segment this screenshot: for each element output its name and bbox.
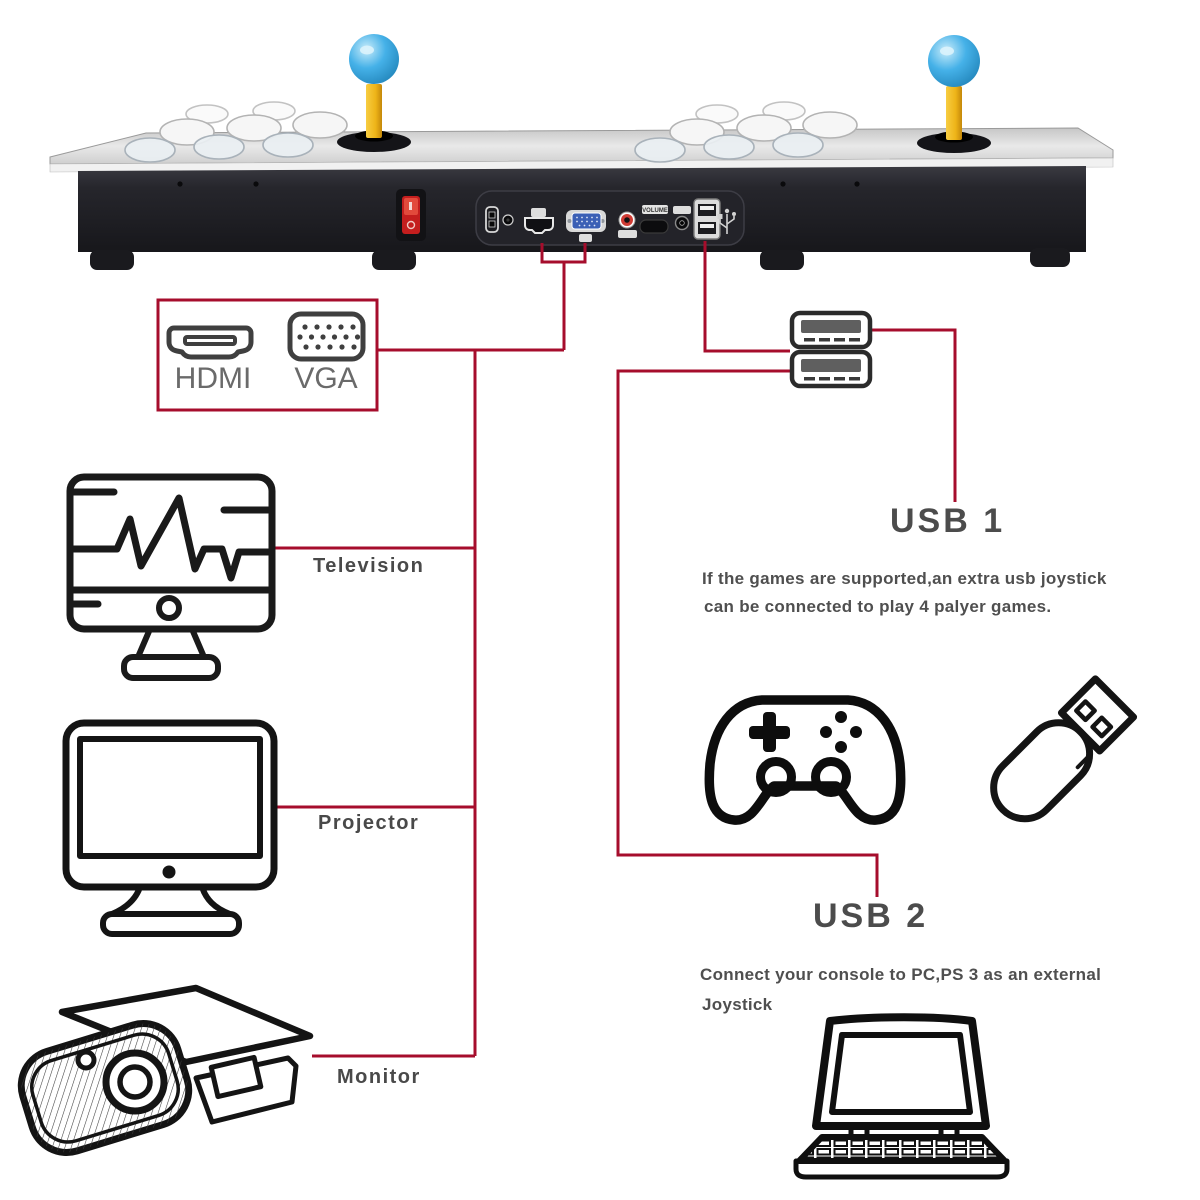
joystick-ball [928, 35, 980, 87]
mode-switch [485, 206, 499, 233]
joystick-right [917, 35, 991, 153]
usb1-description-line1: If the games are supported,an extra usb … [702, 569, 1107, 588]
arcade-buttons-right [634, 101, 858, 163]
joystick-shaft [366, 84, 382, 138]
line-usb-console [703, 241, 790, 353]
usb2-title: USB 2 [813, 897, 929, 935]
vga-connector-icon [287, 311, 366, 362]
vga-label: VGA [294, 362, 358, 395]
television-label: Television [313, 555, 425, 577]
usb1-title: USB 1 [890, 502, 1006, 540]
back-audio-port [618, 211, 637, 238]
hdmi-label: HDMI [174, 362, 252, 395]
console-panel-front-edge [49, 157, 1114, 173]
monitor-label: Monitor [337, 1066, 421, 1088]
power-jack [502, 214, 514, 226]
usb-port-top [789, 310, 873, 350]
volume-port-label: VOLUME [642, 208, 668, 214]
desktop-monitor-icon [62, 719, 278, 937]
back-vga-port [566, 210, 606, 242]
usb2-description-line2: Joystick [702, 995, 773, 1014]
video-projector-icon [17, 984, 314, 1156]
joystick-ball [349, 34, 399, 84]
usb-symbol-icon [717, 208, 736, 234]
arcade-buttons-left [124, 101, 348, 163]
projector-label: Projector [318, 812, 420, 834]
back-hdmi-port [524, 208, 554, 234]
line-usb2 [616, 369, 879, 897]
back-usb-ports [693, 198, 721, 240]
back-volume-knob: VOLUME [639, 205, 669, 234]
joystick-shaft [946, 86, 962, 140]
hdmi-vga-box [156, 298, 379, 412]
back-headphone-jack [673, 206, 691, 231]
line-usb1 [872, 328, 957, 502]
usb-port-bottom [789, 349, 873, 389]
power-switch [396, 189, 426, 241]
io-port-panel: VOLUME [475, 190, 745, 246]
joystick-left [337, 34, 411, 152]
laptop-icon [793, 1013, 1010, 1180]
usb2-description-line1: Connect your console to PC,PS 3 as an ex… [700, 965, 1102, 984]
console-feet [90, 248, 1070, 270]
arcade-console-photo: VOLUME [49, 34, 1114, 270]
connector-lines [273, 241, 957, 1058]
usb-flash-drive-icon [990, 675, 1138, 823]
gamepad-icon [704, 695, 906, 825]
usb1-description-line2: can be connected to play 4 palyer games. [704, 597, 1052, 616]
hdmi-connector-icon [166, 325, 254, 360]
usb-port-icon [789, 310, 873, 389]
crt-tv-icon [66, 473, 276, 681]
console-screws [177, 181, 860, 187]
